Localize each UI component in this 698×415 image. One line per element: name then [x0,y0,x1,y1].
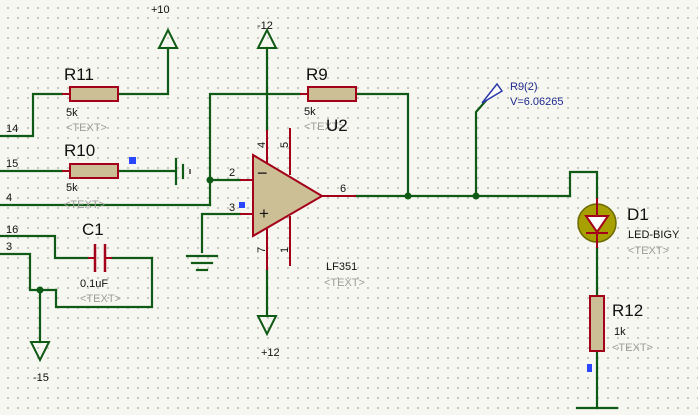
resistor-body [69,86,119,102]
junction-dot [36,286,44,294]
wires [0,46,619,410]
supply-label-pos12: +12 [261,347,280,359]
c1-value: 0.1uF [80,278,108,290]
power-arrow-down-icon [29,341,51,363]
wire-net16[interactable] [0,234,90,260]
net-label-14: 14 [6,123,18,135]
wire-feedback-right[interactable] [354,92,410,198]
pin-num-1: 1 [279,247,291,253]
r9-value: 5k [304,106,316,118]
d1-text: <TEXT> [628,245,669,257]
wire-r11-to-pos10[interactable] [116,46,170,96]
resistor-body [307,86,357,102]
r12-value: 1k [614,326,626,338]
supply-label-neg15: -15 [33,372,49,384]
power-terminal-neg12[interactable]: -12 [256,20,278,49]
wire-c1-loop[interactable] [54,256,154,309]
u2-ref: U2 [326,116,348,135]
supply-label-pos10: +10 [151,4,170,16]
voltage-probe[interactable]: R9(2) V=6.06265 [481,81,564,108]
r11-value: 5k [66,107,78,119]
junction-dot [472,192,480,200]
u2-text: <TEXT> [324,277,365,289]
resistor-body [589,295,605,352]
probe-voltage: V=6.06265 [510,96,564,108]
power-arrow-down-icon [256,315,278,337]
wire-feedback-left[interactable] [208,92,302,207]
power-terminal-pos12[interactable]: +12 [256,315,280,359]
probe-arrow-icon [481,82,504,104]
capacitor-c1[interactable]: C1 0.1uF <TEXT> [80,220,121,305]
opamp-plus-sign: + [259,204,269,223]
r10-text: <TEXT> [64,199,105,211]
d1-part: LED-BIGY [628,229,680,241]
led-d1[interactable]: D1 LED-BIGY <TEXT> [577,198,680,257]
r12-text: <TEXT> [612,342,653,354]
wire-to-led[interactable] [568,170,599,200]
r9-text: <TEXT> [304,121,345,133]
power-terminal-pos10[interactable]: +10 [151,4,179,49]
pin-num-3: 3 [229,202,235,214]
capacitor-plate-symbol[interactable] [174,157,191,186]
resistor-r12[interactable]: R12 1k <TEXT> [587,295,653,372]
opamp-u2[interactable]: U2 − + 2 3 6 4 5 7 1 LF351 <TEXT> [229,116,365,289]
resistor-r10[interactable]: R10 5k <TEXT> [62,141,136,211]
r12-ref: R12 [612,301,643,320]
net-labels: 14 15 4 16 3 [6,123,18,253]
c1-text: <TEXT> [80,293,121,305]
pin-num-4: 4 [256,142,268,148]
junctions [36,176,480,294]
u2-part: LF351 [326,261,357,273]
pin-num-6: 6 [340,183,346,195]
r9-ref: R9 [306,65,328,84]
d1-ref: D1 [627,205,649,224]
junction-dot [404,192,412,200]
supply-label-neg12: -12 [257,20,273,32]
power-terminal-neg15[interactable]: -15 [29,341,51,384]
r10-ref: R10 [64,141,95,160]
selection-marker [239,202,245,208]
r10-value: 5k [66,182,78,194]
resistor-r11[interactable]: R11 5k <TEXT> [62,65,119,134]
opamp-triangle [252,153,324,238]
power-arrow-up-icon [157,27,179,49]
wire-noninv-gnd[interactable] [200,212,242,254]
selection-marker [587,364,592,372]
pin-num-2: 2 [229,167,235,179]
probe-name: R9(2) [510,81,538,93]
selection-marker [129,157,136,164]
net-label-16: 16 [6,224,18,236]
net-label-3: 3 [6,241,12,253]
junction-dot [206,176,214,184]
opamp-minus-sign: − [257,163,268,183]
resistor-r9[interactable]: R9 5k <TEXT> [300,65,357,133]
resistor-body [69,163,119,179]
ground-symbol[interactable] [185,254,219,272]
r11-ref: R11 [64,65,94,84]
wire-net3[interactable] [0,252,42,292]
r11-text: <TEXT> [66,122,107,134]
power-arrow-up-icon [256,27,278,49]
wire-net14[interactable] [0,92,64,138]
pin-num-7: 7 [256,247,268,253]
wire-probe[interactable] [474,86,499,198]
net-label-4: 4 [6,192,12,204]
pin-num-5: 5 [279,142,291,148]
net-label-15: 15 [6,158,18,170]
c1-ref: C1 [82,220,104,239]
